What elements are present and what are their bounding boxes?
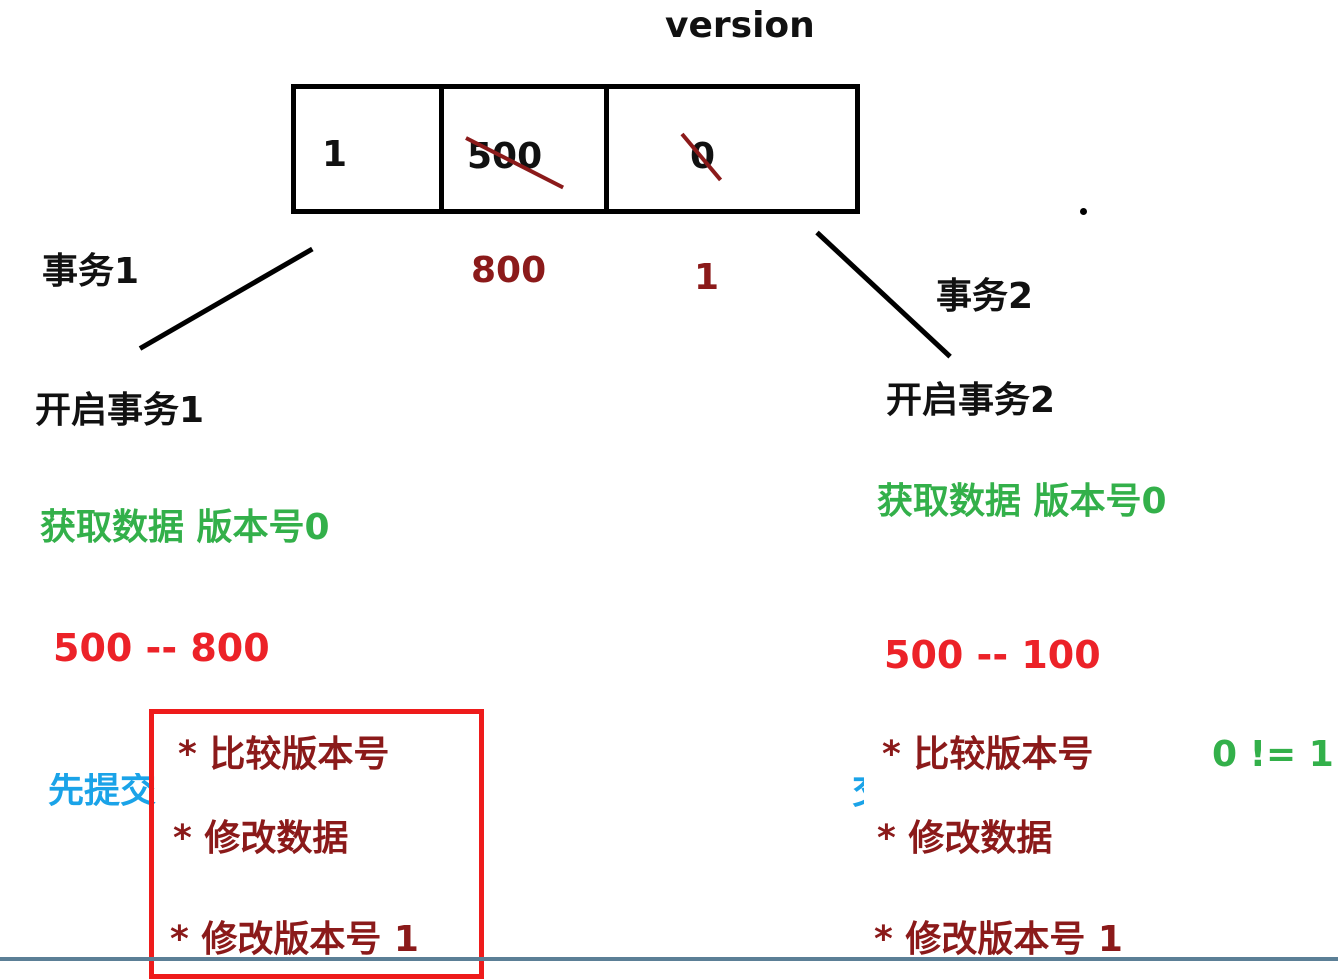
record-version-new-value: 1 xyxy=(694,257,720,298)
transaction2-connector-line xyxy=(815,230,952,359)
transaction1-step-update-data: * 修改数据 xyxy=(173,818,349,859)
transaction2-commit-note-fragment: 交 xyxy=(852,774,864,810)
transaction1-commit-first-note: 先提交 xyxy=(48,773,157,809)
record-cell-version xyxy=(604,84,860,214)
transaction2-step-compare-version: * 比较版本号 xyxy=(882,734,1094,775)
bottom-border-line xyxy=(0,957,1338,961)
version-column-title: version xyxy=(665,5,815,46)
transaction2-fetch-step: 获取数据 版本号0 xyxy=(877,481,1167,522)
transaction2-step-update-data: * 修改数据 xyxy=(877,818,1053,859)
transaction2-step-update-version: * 修改版本号 1 xyxy=(874,919,1123,960)
transaction2-label: 事务2 xyxy=(936,276,1034,317)
transaction1-fetch-step: 获取数据 版本号0 xyxy=(40,507,330,548)
transaction1-change-step: 500 -- 800 xyxy=(53,626,270,670)
transaction2-open-step: 开启事务2 xyxy=(886,380,1056,421)
record-id-value: 1 xyxy=(322,134,348,175)
record-balance-new-value: 800 xyxy=(471,250,547,291)
stray-dot xyxy=(1080,208,1087,215)
transaction2-change-step: 500 -- 100 xyxy=(884,633,1101,677)
record-cell-balance xyxy=(439,84,609,214)
transaction1-step-update-version: * 修改版本号 1 xyxy=(170,919,419,960)
transaction1-connector-line xyxy=(138,246,314,351)
transaction1-label: 事务1 xyxy=(42,251,140,292)
transaction1-step-compare-version: * 比较版本号 xyxy=(178,734,390,775)
transaction1-open-step: 开启事务1 xyxy=(35,390,205,431)
record-cell-id xyxy=(291,84,444,214)
version-compare-result: 0 != 1 xyxy=(1212,734,1334,775)
